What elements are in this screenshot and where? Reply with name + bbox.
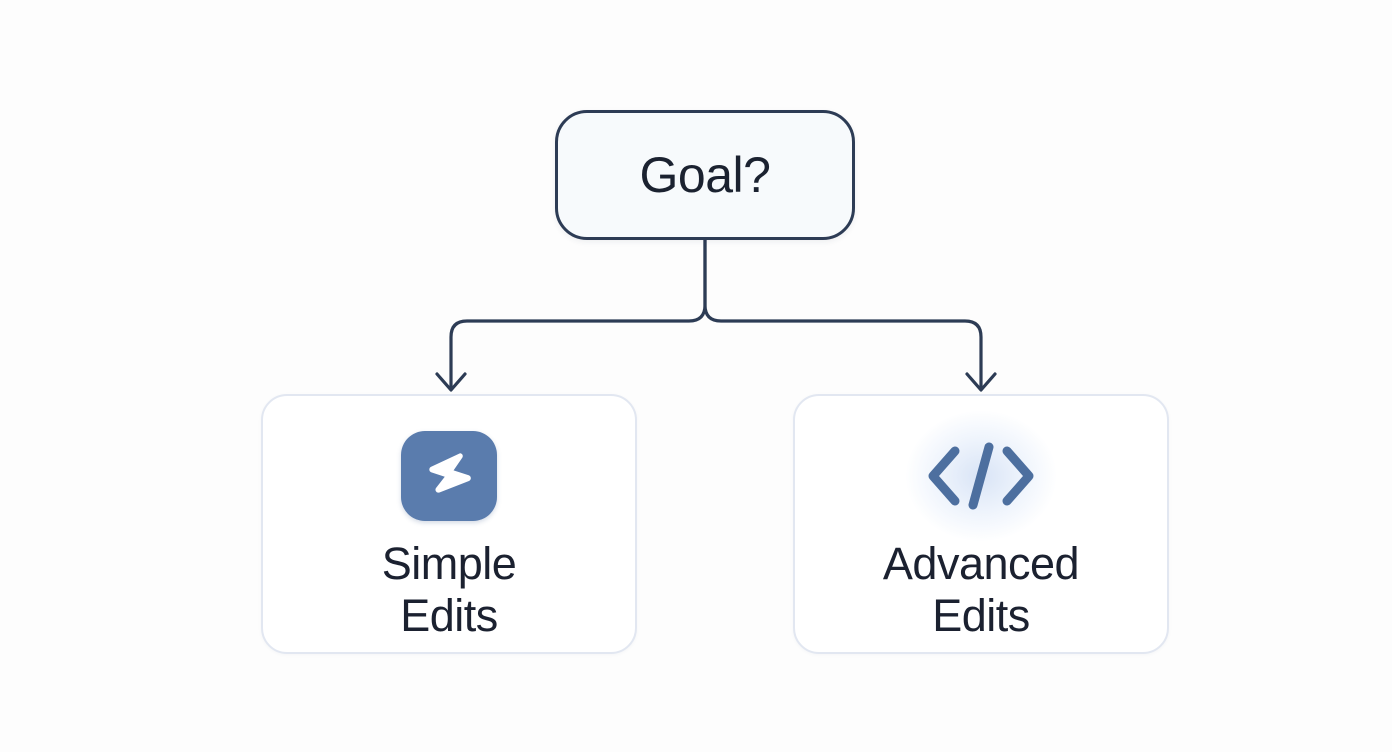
- lightning-bolt-icon: [401, 431, 497, 521]
- arrowhead-advanced: [965, 372, 997, 392]
- option-card-advanced-edits-label: Advanced Edits: [882, 538, 1080, 642]
- left-angle-bracket: [928, 446, 960, 506]
- arrowhead-simple: [435, 372, 467, 392]
- right-angle-bracket: [1002, 446, 1034, 506]
- code-brackets-icon: [916, 430, 1046, 522]
- option-card-simple-edits[interactable]: Simple Edits: [261, 394, 637, 654]
- simple-edits-icon-wrap: [401, 430, 497, 522]
- option-card-simple-edits-label: Simple Edits: [381, 538, 517, 642]
- connector-to-simple: [449, 238, 707, 388]
- forward-slash: [968, 442, 994, 510]
- connector-to-advanced: [703, 238, 983, 388]
- option-card-advanced-edits[interactable]: Advanced Edits: [793, 394, 1169, 654]
- advanced-edits-icon-wrap: [916, 430, 1046, 522]
- goal-decision-node[interactable]: Goal?: [555, 110, 855, 240]
- goal-decision-label: Goal?: [639, 147, 771, 203]
